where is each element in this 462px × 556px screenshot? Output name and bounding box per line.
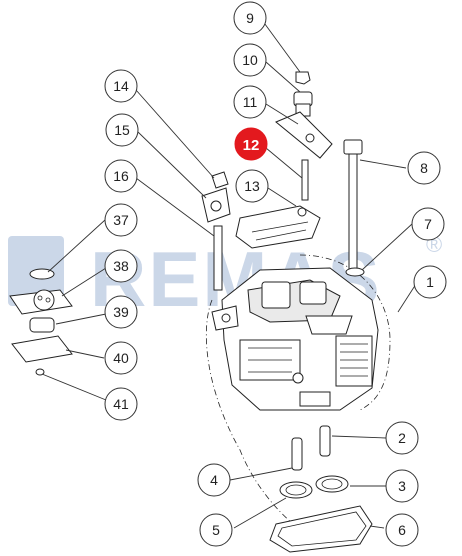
svg-text:2: 2 (398, 430, 406, 446)
svg-text:11: 11 (243, 94, 258, 110)
svg-text:37: 37 (113, 212, 129, 228)
svg-text:8: 8 (420, 160, 428, 176)
callout-9: 9 (233, 1, 267, 35)
svg-text:16: 16 (113, 168, 129, 184)
svg-text:5: 5 (212, 522, 220, 538)
left-stud-assembly (201, 171, 231, 291)
callout-11: 11 (233, 85, 267, 119)
rocker-stack (275, 71, 333, 159)
callout-7: 7 (411, 207, 445, 241)
svg-text:15: 15 (114, 122, 130, 138)
svg-text:1: 1 (426, 274, 434, 290)
callout-4: 4 (197, 463, 231, 497)
callout-12-highlighted: 12 (234, 127, 268, 161)
valve-seals (269, 425, 373, 553)
svg-text:14: 14 (113, 78, 129, 94)
cylinder-head (211, 267, 379, 411)
svg-text:4: 4 (210, 472, 218, 488)
callout-5: 5 (199, 513, 233, 547)
callout-13: 13 (235, 169, 269, 203)
callout-37: 37 (104, 203, 138, 237)
long-bolt (343, 139, 363, 271)
callout-39: 39 (104, 295, 138, 329)
callout-15: 15 (105, 113, 139, 147)
breather-assembly (9, 268, 73, 376)
svg-text:13: 13 (244, 178, 260, 194)
leader-lines (41, 19, 417, 529)
callout-10: 10 (233, 43, 267, 77)
callout-6: 6 (385, 513, 419, 547)
callout-16: 16 (104, 159, 138, 193)
svg-text:9: 9 (246, 10, 254, 26)
svg-text:38: 38 (113, 258, 129, 274)
callout-2: 2 (385, 421, 419, 455)
assembly-outline-right (299, 254, 391, 411)
callout-40: 40 (104, 341, 138, 375)
callout-14: 14 (104, 69, 138, 103)
svg-text:41: 41 (113, 396, 129, 412)
svg-text:39: 39 (113, 304, 129, 320)
stud-and-plate (235, 159, 321, 249)
callout-8: 8 (407, 151, 441, 185)
callout-38: 38 (104, 249, 138, 283)
svg-text:12: 12 (243, 137, 260, 154)
svg-text:7: 7 (424, 216, 432, 232)
svg-text:6: 6 (398, 522, 406, 538)
callout-1: 1 (413, 265, 447, 299)
svg-text:10: 10 (242, 52, 258, 68)
svg-text:3: 3 (398, 478, 406, 494)
svg-text:40: 40 (113, 350, 129, 366)
callout-3: 3 (385, 469, 419, 503)
washer (345, 267, 365, 277)
callout-41: 41 (104, 387, 138, 421)
